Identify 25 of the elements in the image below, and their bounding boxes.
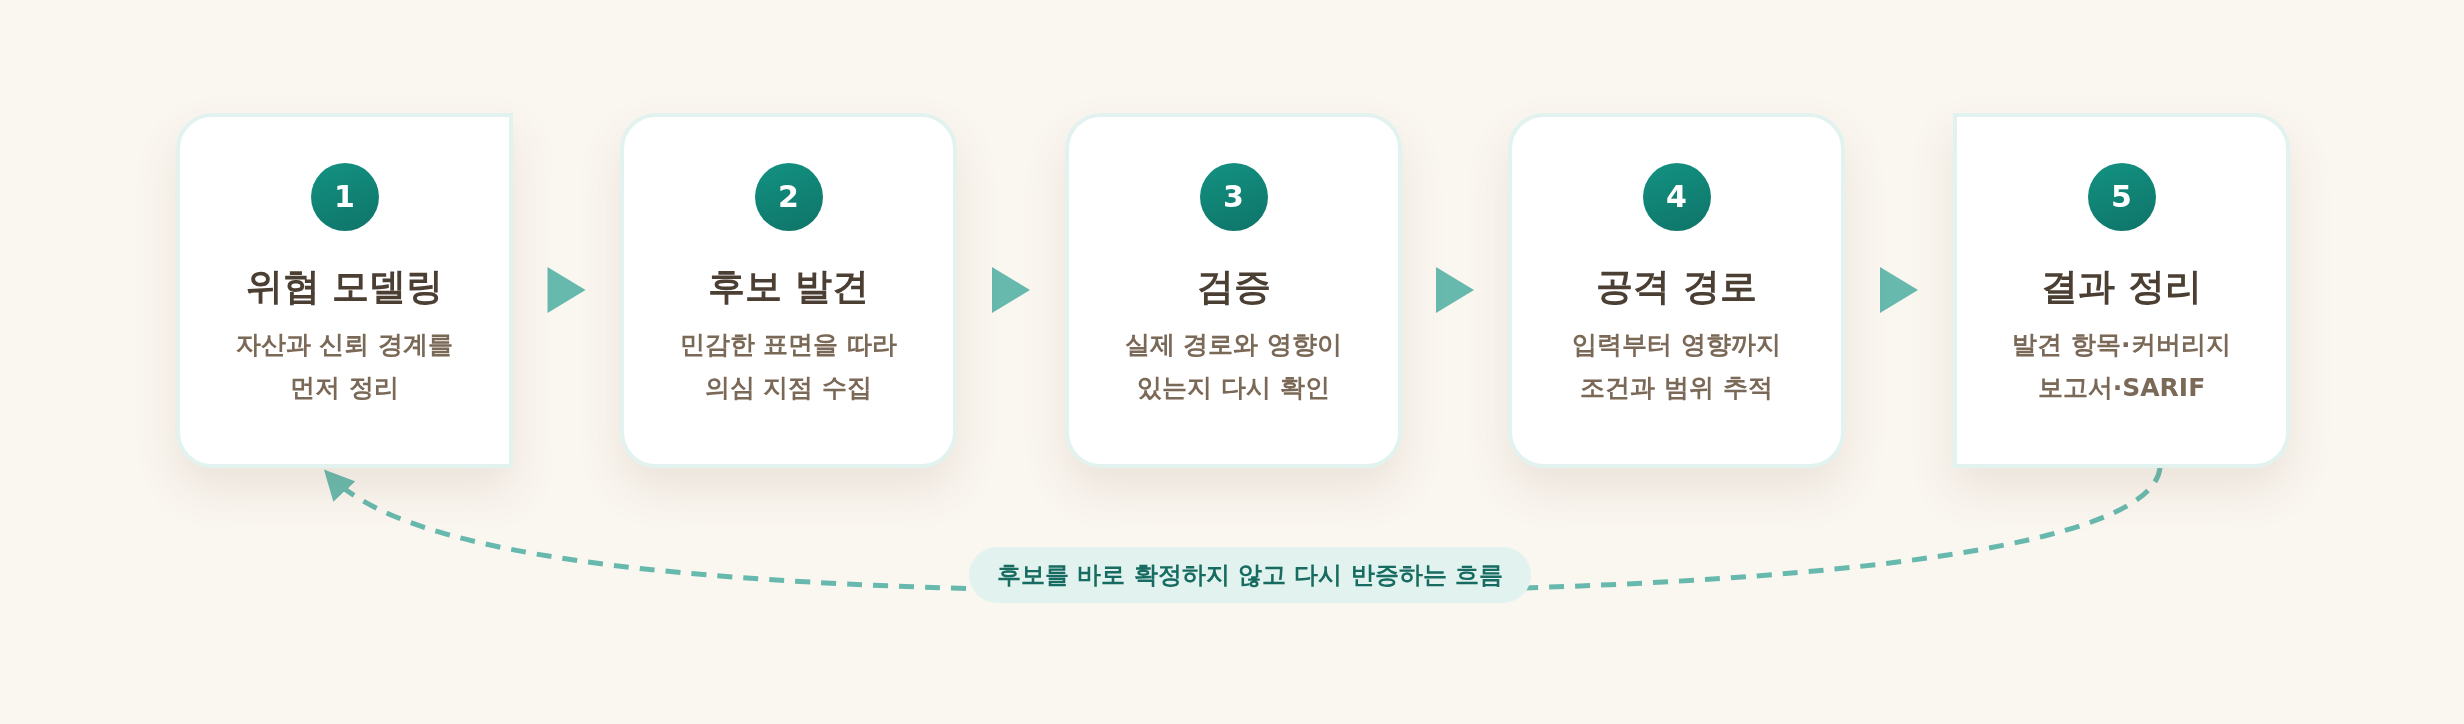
step-number-badge: 3: [1199, 163, 1268, 231]
arrow: [547, 267, 586, 313]
step-card: [1065, 113, 1402, 468]
step-title: 검증: [1196, 265, 1271, 308]
step-title: 후보 발견: [708, 265, 869, 308]
step-number-badge: 4: [1642, 163, 1711, 231]
arrow: [1880, 267, 1918, 313]
step-card: [620, 113, 957, 468]
step-number-badge: 2: [754, 163, 823, 231]
arrow: [992, 267, 1030, 313]
edge-label: 후보를 바로 확정하지 않고 다시 반증하는 흐름: [969, 547, 1532, 603]
step-number-badge: 1: [310, 163, 379, 231]
step-card: [1508, 113, 1845, 468]
step-description: 자산과 신뢰 경계를 먼저 정리: [235, 330, 454, 402]
step-title: 위협 모델링: [245, 265, 444, 308]
step-description: 입력부터 영향까지 조건과 범위 추적: [1572, 330, 1781, 402]
step-card: [176, 113, 513, 468]
step-card: [1953, 113, 2290, 468]
arrow: [1436, 267, 1474, 313]
step-description: 발견 항목·커버리지 보고서·SARIF: [2012, 330, 2231, 402]
step-description: 실제 경로와 영향이 있는지 다시 확인: [1124, 330, 1343, 402]
step-title: 결과 정리: [2041, 265, 2202, 308]
step-number-badge: 5: [2087, 163, 2156, 231]
step-title: 공격 경로: [1596, 265, 1757, 308]
step-description: 민감한 표면을 따라 의심 지점 수집: [679, 330, 898, 402]
